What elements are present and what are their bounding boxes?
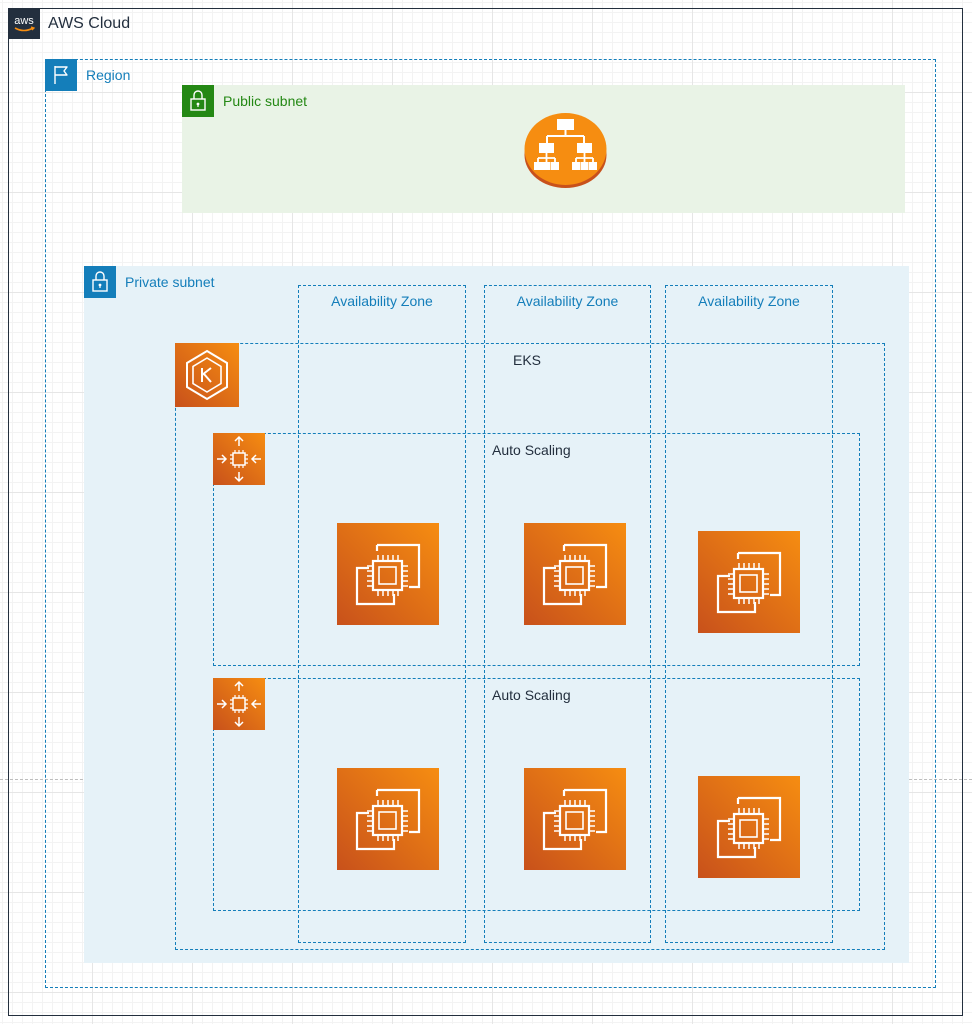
availability-zone-label: Availability Zone: [331, 293, 433, 309]
aws-cloud-title: AWS Cloud: [48, 15, 131, 32]
ec2-instance-icon[interactable]: [337, 768, 439, 870]
auto-scaling-icon[interactable]: [213, 678, 265, 730]
availability-zone-3[interactable]: [665, 285, 833, 943]
auto-scaling-group-1[interactable]: [213, 433, 860, 666]
ec2-instance-icon[interactable]: [524, 768, 626, 870]
lock-icon: [84, 266, 116, 298]
lock-icon: [182, 85, 214, 117]
public-subnet-title: Public subnet: [223, 93, 308, 109]
ec2-instance-icon[interactable]: [698, 776, 800, 878]
aws-cloud-group[interactable]: [8, 8, 963, 1016]
auto-scaling-group-2[interactable]: [213, 678, 860, 911]
auto-scaling-label: Auto Scaling: [492, 687, 571, 703]
availability-zone-1[interactable]: [298, 285, 466, 943]
region-title: Region: [86, 67, 131, 83]
availability-zone-2[interactable]: [484, 285, 651, 943]
flag-icon: [45, 59, 77, 91]
availability-zone-label: Availability Zone: [516, 293, 619, 309]
eks-cluster-group[interactable]: [175, 343, 885, 950]
eks-label: EKS: [513, 352, 542, 368]
ec2-instance-icon[interactable]: [337, 523, 439, 625]
ec2-instance-icon[interactable]: [524, 523, 626, 625]
auto-scaling-icon[interactable]: [213, 433, 265, 485]
auto-scaling-label: Auto Scaling: [492, 442, 571, 458]
aws-logo-text: aws: [14, 15, 34, 27]
aws-logo-icon: aws: [8, 8, 40, 39]
availability-zone-label: Availability Zone: [698, 293, 800, 309]
ec2-instance-icon[interactable]: [698, 531, 800, 633]
region-group[interactable]: [45, 59, 936, 988]
eks-icon[interactable]: [175, 343, 239, 407]
private-subnet-title: Private subnet: [125, 274, 215, 290]
application-load-balancer-icon[interactable]: [523, 110, 608, 190]
